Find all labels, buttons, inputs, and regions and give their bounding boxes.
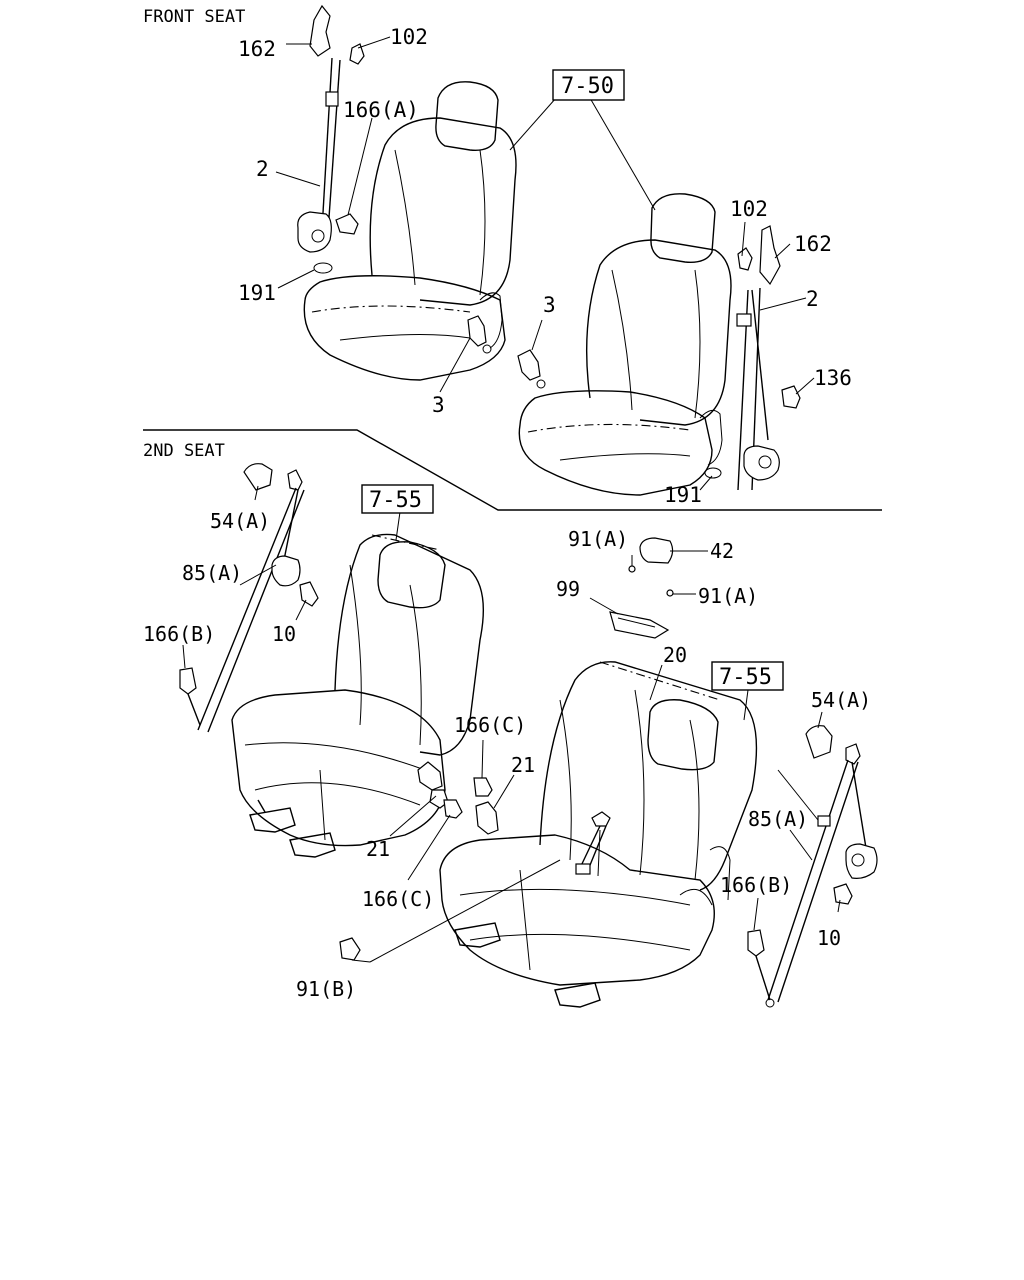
label-191-front-left: 191 [238, 281, 276, 305]
buckle-3-right [517, 349, 541, 381]
trim-54a-right [805, 725, 833, 759]
buckle-21-lower [429, 789, 449, 809]
buckle-3-left [467, 315, 487, 347]
label-162-front-left: 162 [238, 37, 276, 61]
belt-guide-162-left [309, 4, 331, 57]
ref-box-7-55-left[interactable]: 7-55 [361, 484, 434, 514]
label-21-lower: 21 [366, 837, 390, 861]
bolt-166b-left [179, 667, 197, 695]
label-2-front-left: 2 [256, 157, 269, 181]
bolt-166a [335, 213, 359, 235]
belt-guide-162-right [759, 225, 781, 286]
section-title-front-seat: FRONT SEAT [143, 7, 245, 27]
upper-anchor-right [845, 743, 861, 765]
belt-tongue-2nd-right [817, 815, 831, 827]
retractor-2nd-right [845, 843, 878, 879]
front-seat-left [303, 81, 517, 381]
label-162-front-right: 162 [794, 232, 832, 256]
second-seat-right [439, 661, 758, 1008]
bolt-166b-right [747, 929, 765, 957]
bolt-10-left [299, 581, 319, 607]
retractor-left [297, 211, 332, 253]
label-166b-right: 166(B) [720, 873, 792, 897]
center-buckle-parts [339, 761, 499, 961]
label-166c-lower: 166(C) [362, 887, 434, 911]
second-seat-left [231, 533, 485, 858]
ref-box-7-55-right[interactable]: 7-55 [711, 661, 784, 691]
buckle-21-left [417, 761, 443, 791]
belt-guide-20 [591, 811, 611, 827]
ref-box-7-50[interactable]: 7-50 [552, 69, 625, 101]
screw-91a-right [666, 589, 674, 597]
label-91a-right: 91(A) [698, 584, 758, 608]
leader-lines [182, 36, 841, 963]
cap-191-right [704, 467, 722, 479]
bolt-91b [339, 937, 361, 961]
retractor-2nd-left [271, 555, 301, 587]
belt-tongue-upper-right [736, 313, 752, 327]
trim-54a-left [243, 463, 273, 491]
label-54a-left: 54(A) [210, 509, 270, 533]
label-21-upper: 21 [511, 753, 535, 777]
section-divider-line [143, 429, 882, 511]
label-85a-left: 85(A) [182, 561, 242, 585]
ref-box-7-50-label: 7-50 [561, 74, 614, 99]
upper-anchor-left [287, 469, 303, 491]
label-10-right: 10 [817, 926, 841, 950]
label-85a-right: 85(A) [748, 807, 808, 831]
belt-tongue-upper-left [325, 91, 339, 107]
second-right-belt-assembly [747, 725, 878, 1008]
label-191-front-right: 191 [664, 483, 702, 507]
section-title-2nd-seat: 2ND SEAT [143, 441, 225, 461]
label-54a-right: 54(A) [811, 688, 871, 712]
bracket-99 [609, 611, 670, 639]
callout-labels: 162 102 166(A) 2 191 3 3 102 162 2 136 1… [143, 25, 871, 1001]
front-seat-right [518, 193, 732, 496]
retractor-right [743, 445, 780, 481]
label-10-left: 10 [272, 622, 296, 646]
label-166a: 166(A) [343, 98, 419, 122]
label-3-front-lower: 3 [432, 393, 445, 417]
bolt-10-right [833, 883, 853, 905]
label-91b: 91(B) [296, 977, 356, 1001]
label-102-front-left: 102 [390, 25, 428, 49]
cap-191-left [313, 262, 333, 274]
label-91a-top: 91(A) [568, 527, 628, 551]
label-136: 136 [814, 366, 852, 390]
screw-91a-top [628, 565, 636, 573]
label-2-front-right: 2 [806, 287, 819, 311]
center-buckle [575, 863, 591, 875]
label-102-front-right: 102 [730, 197, 768, 221]
center-seat-parts [575, 537, 674, 875]
ref-box-7-55-left-label: 7-55 [369, 488, 422, 513]
cover-42 [639, 537, 674, 564]
anchor-102-right [737, 247, 753, 271]
front-right-belt-assembly [517, 225, 801, 491]
front-left-belt-assembly [297, 4, 492, 354]
ref-box-7-55-right-label: 7-55 [719, 665, 772, 690]
bolt-136 [781, 385, 801, 409]
label-20: 20 [663, 643, 687, 667]
second-left-belt-assembly [179, 463, 319, 733]
anchor-102-left [349, 43, 365, 65]
buckle-21-right [475, 801, 499, 835]
label-3-front-upper: 3 [543, 293, 556, 317]
label-99: 99 [556, 577, 580, 601]
label-166c-upper: 166(C) [454, 713, 526, 737]
bolt-166c-upper [473, 777, 493, 797]
bolt-166c-lower [443, 799, 463, 819]
label-42: 42 [710, 539, 734, 563]
label-166b-left: 166(B) [143, 622, 215, 646]
